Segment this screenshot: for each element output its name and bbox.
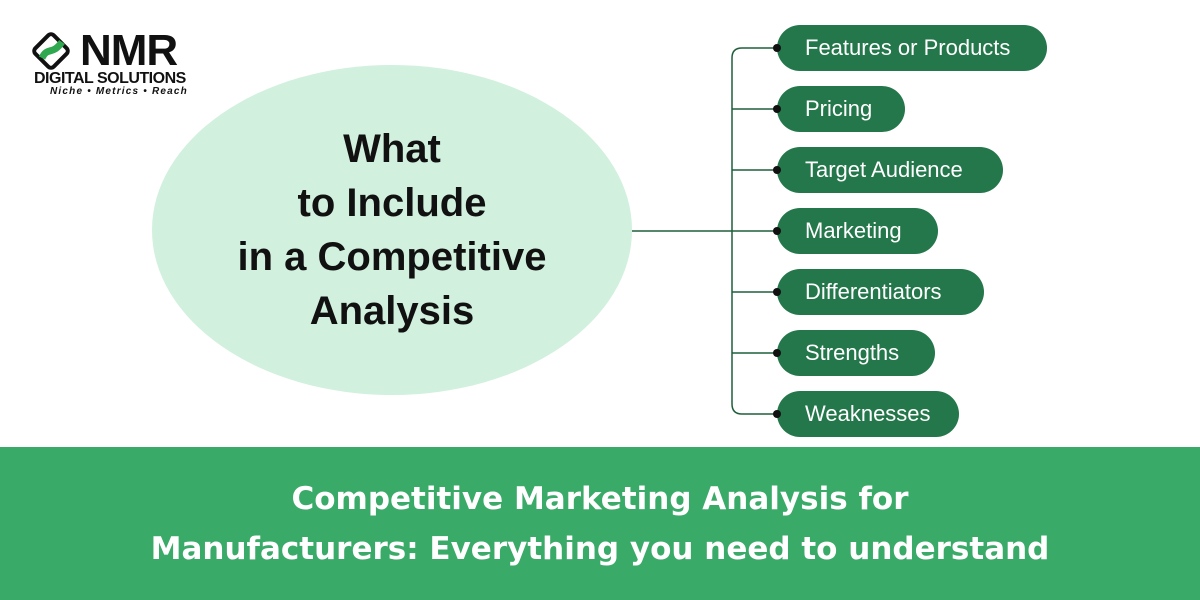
headline-line: Manufacturers: Everything you need to un… xyxy=(150,530,1050,567)
diagram-title: What to Include in a Competitive Analysi… xyxy=(182,122,602,338)
item-features-or-products: Features or Products xyxy=(773,25,1047,71)
item-label: Features or Products xyxy=(805,35,1011,60)
item-label: Strengths xyxy=(805,340,900,365)
bullet-dot xyxy=(773,166,781,174)
logo-name: NMR xyxy=(80,26,178,75)
bullet-dot xyxy=(773,410,781,418)
item-label: Target Audience xyxy=(805,157,963,182)
bullet-dot xyxy=(773,227,781,235)
bullet-dot xyxy=(773,105,781,113)
item-label: Differentiators xyxy=(805,279,942,304)
logo-mark-icon xyxy=(32,32,70,70)
bullet-dot xyxy=(773,349,781,357)
headline-line: Competitive Marketing Analysis for xyxy=(291,480,909,517)
title-line: Analysis xyxy=(309,289,475,333)
logo: NMR DIGITAL SOLUTIONS Niche • Metrics • … xyxy=(30,26,195,102)
item-differentiators: Differentiators xyxy=(773,269,984,315)
bullet-dot xyxy=(773,288,781,296)
title-line: in a Competitive xyxy=(237,235,547,279)
headline-banner: Competitive Marketing Analysis for Manuf… xyxy=(0,447,1200,600)
title-line: to Include xyxy=(297,181,487,225)
item-label: Pricing xyxy=(805,96,873,121)
bullet-dot xyxy=(773,44,781,52)
item-marketing: Marketing xyxy=(773,208,938,254)
item-strengths: Strengths xyxy=(773,330,935,376)
logo-subtitle: DIGITAL SOLUTIONS xyxy=(34,70,186,87)
item-weaknesses: Weaknesses xyxy=(773,391,959,437)
connector-lines xyxy=(632,47,777,415)
item-label: Marketing xyxy=(805,218,902,243)
logo-tagline: Niche • Metrics • Reach xyxy=(50,86,188,97)
title-line: What xyxy=(343,127,441,171)
title-ellipse: What to Include in a Competitive Analysi… xyxy=(152,65,632,395)
item-label: Weaknesses xyxy=(805,401,931,426)
item-target-audience: Target Audience xyxy=(773,147,1003,193)
item-pricing: Pricing xyxy=(773,86,905,132)
